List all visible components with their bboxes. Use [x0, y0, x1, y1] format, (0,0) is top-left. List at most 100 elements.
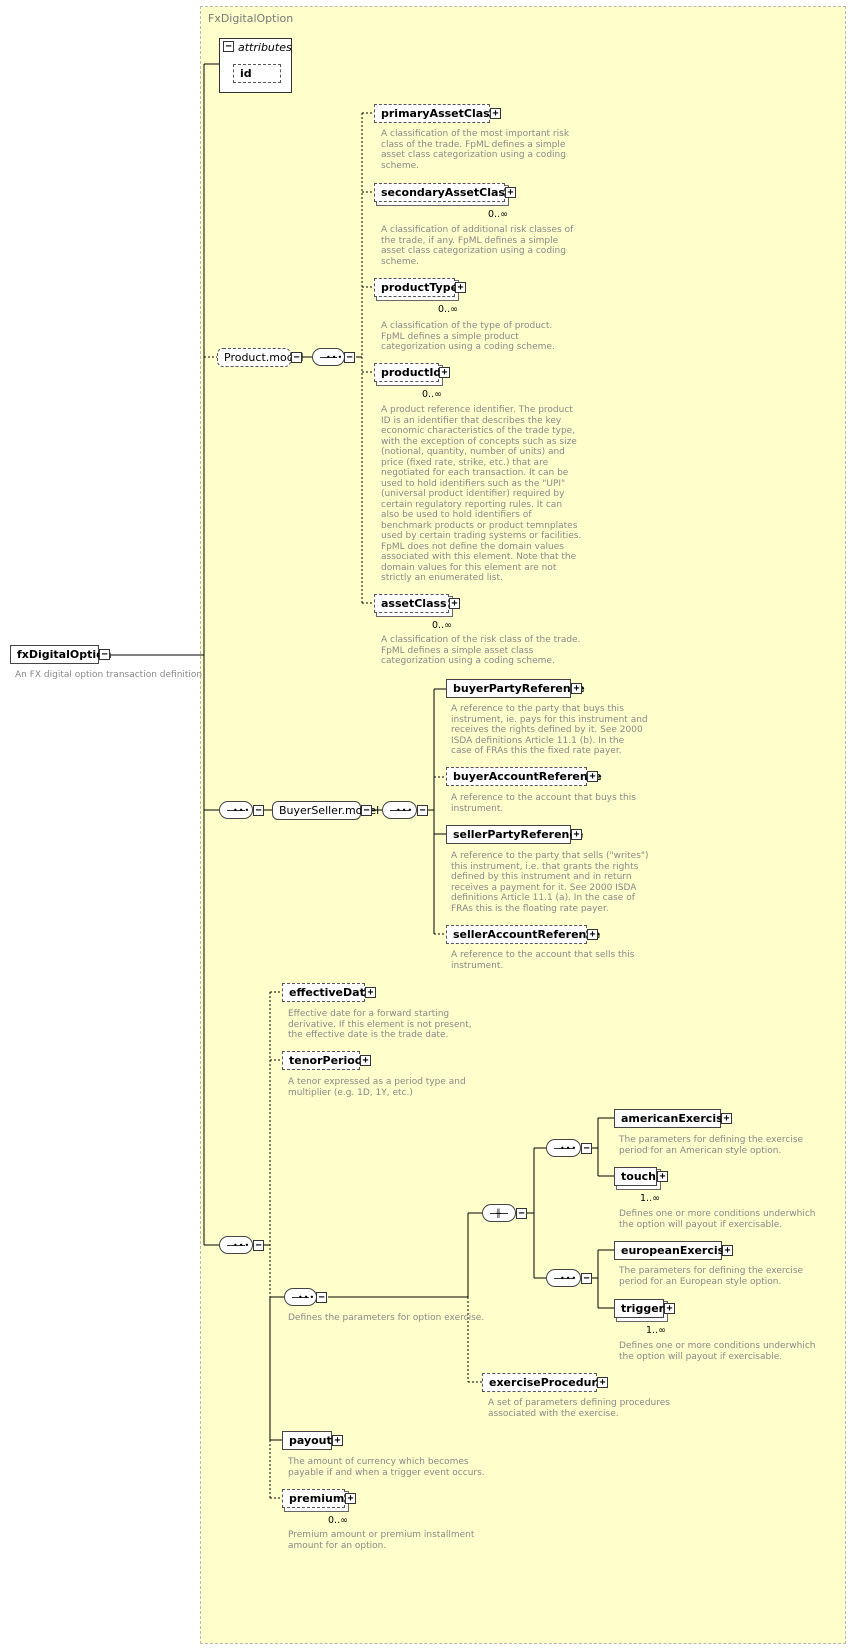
collapse-icon[interactable]: − — [516, 1208, 527, 1219]
element-description: The parameters for defining the exercise… — [619, 1266, 804, 1287]
expand-icon[interactable]: + — [721, 1113, 732, 1124]
cardinality: 1..∞ — [646, 1325, 666, 1336]
cardinality: 0..∞ — [422, 389, 442, 400]
element-description: Effective date for a forward starting de… — [288, 1009, 472, 1040]
element-productType[interactable]: productType — [374, 278, 458, 297]
collapse-icon[interactable]: − — [223, 41, 234, 52]
attribute-id[interactable]: id — [233, 64, 281, 83]
sequence-compositor: ••• — [312, 348, 345, 366]
group-label: Product.model — [224, 351, 304, 364]
element-label: buyerPartyReference — [453, 682, 585, 695]
collapse-icon[interactable]: − — [581, 1143, 592, 1154]
attributes-title: attributes — [238, 41, 292, 54]
element-description: An FX digital option transaction definit… — [15, 670, 206, 680]
collapse-icon[interactable]: − — [316, 1292, 327, 1303]
group-product-model[interactable]: Product.model — [217, 348, 304, 367]
expand-icon[interactable]: + — [439, 367, 450, 378]
element-description: Defines one or more conditions underwhic… — [619, 1341, 816, 1362]
element-sellerPartyReference[interactable]: sellerPartyReference — [446, 825, 583, 844]
element-buyerAccountReference[interactable]: buyerAccountReference — [446, 767, 602, 786]
element-description: A product reference identifier. The prod… — [381, 405, 582, 583]
element-payout[interactable]: payout — [282, 1431, 332, 1450]
collapse-icon[interactable]: − — [417, 805, 428, 816]
element-tenorPeriod[interactable]: tenorPeriod — [282, 1051, 363, 1070]
expand-icon[interactable]: + — [455, 282, 466, 293]
element-label: europeanExercise — [621, 1244, 732, 1257]
element-label: sellerPartyReference — [453, 828, 584, 841]
element-description: Defines one or more conditions underwhic… — [619, 1209, 816, 1230]
element-description: A classification of the type of product.… — [381, 321, 555, 352]
element-description: A reference to the account that buys thi… — [451, 793, 636, 814]
element-fxDigitalOption[interactable]: fxDigitalOption — [10, 645, 112, 664]
collapse-icon[interactable]: − — [361, 805, 372, 816]
element-premium[interactable]: premium — [282, 1489, 345, 1508]
element-label: fxDigitalOption — [17, 648, 112, 661]
collapse-icon[interactable]: − — [253, 805, 264, 816]
element-label: effectiveDate — [289, 986, 373, 999]
collapse-icon[interactable]: − — [99, 649, 110, 660]
sequence-compositor: ••• — [546, 1269, 581, 1287]
collapse-icon[interactable]: − — [291, 352, 302, 363]
expand-icon[interactable]: + — [587, 771, 598, 782]
collapse-icon[interactable]: − — [253, 1240, 264, 1251]
attributes-group: − attributes id — [219, 38, 292, 93]
element-label: sellerAccountReference — [453, 928, 601, 941]
compositor-description: Defines the parameters for option exerci… — [288, 1313, 485, 1323]
expand-icon[interactable]: + — [345, 1493, 356, 1504]
element-effectiveDate[interactable]: effectiveDate — [282, 983, 372, 1002]
element-description: A classification of the most important r… — [381, 129, 570, 171]
element-touch[interactable]: touch — [614, 1167, 657, 1186]
element-label: payout — [289, 1434, 332, 1447]
sequence-compositor: ••• — [284, 1288, 317, 1306]
choice-compositor: ╫ — [482, 1204, 516, 1222]
element-secondaryAssetClass[interactable]: secondaryAssetClass — [374, 183, 512, 202]
cardinality: 0..∞ — [488, 209, 508, 220]
element-buyerPartyReference[interactable]: buyerPartyReference — [446, 679, 585, 698]
group-buyerseller-model[interactable]: BuyerSeller.model — [272, 801, 379, 820]
sequence-compositor: ••• — [219, 1236, 253, 1254]
expand-icon[interactable]: + — [722, 1245, 733, 1256]
element-description: A reference to the account that sells th… — [451, 950, 635, 971]
element-label: primaryAssetClass — [381, 107, 497, 120]
expand-icon[interactable]: + — [360, 1055, 371, 1066]
sequence-compositor: ••• — [219, 801, 253, 819]
expand-icon[interactable]: + — [505, 187, 516, 198]
element-americanExercise[interactable]: americanExercise — [614, 1109, 730, 1128]
expand-icon[interactable]: + — [449, 598, 460, 609]
element-description: The parameters for defining the exercise… — [619, 1135, 804, 1156]
element-label: premium — [289, 1492, 345, 1505]
collapse-icon[interactable]: − — [581, 1273, 592, 1284]
expand-icon[interactable]: + — [571, 683, 582, 694]
collapse-icon[interactable]: − — [344, 352, 355, 363]
expand-icon[interactable]: + — [664, 1303, 675, 1314]
element-description: A tenor expressed as a period type and m… — [288, 1077, 466, 1098]
expand-icon[interactable]: + — [365, 987, 376, 998]
element-label: touch — [621, 1170, 656, 1183]
expand-icon[interactable]: + — [571, 829, 582, 840]
element-assetClass[interactable]: assetClass — [374, 594, 449, 613]
element-productId[interactable]: productId — [374, 363, 441, 382]
element-exerciseProcedure[interactable]: exerciseProcedure — [482, 1373, 604, 1392]
complex-type-name: FxDigitalOption — [208, 12, 294, 25]
element-trigger[interactable]: trigger — [614, 1299, 664, 1318]
expand-icon[interactable]: + — [490, 108, 501, 119]
cardinality: 1..∞ — [640, 1193, 660, 1204]
element-label: trigger — [621, 1302, 665, 1315]
element-description: Premium amount or premium installment am… — [288, 1530, 475, 1551]
element-description: A classification of additional risk clas… — [381, 225, 574, 267]
expand-icon[interactable]: + — [587, 929, 598, 940]
expand-icon[interactable]: + — [332, 1435, 343, 1446]
element-description: A set of parameters defining procedures … — [488, 1398, 670, 1419]
cardinality: 0..∞ — [432, 620, 452, 631]
element-primaryAssetClass[interactable]: primaryAssetClass — [374, 104, 496, 123]
expand-icon[interactable]: + — [657, 1171, 668, 1182]
element-description: A reference to the party that buys this … — [451, 704, 648, 756]
element-sellerAccountReference[interactable]: sellerAccountReference — [446, 925, 600, 944]
expand-icon[interactable]: + — [597, 1377, 608, 1388]
element-description: The amount of currency which becomes pay… — [288, 1457, 485, 1478]
element-europeanExercise[interactable]: europeanExercise — [614, 1241, 732, 1260]
element-label: assetClass — [381, 597, 447, 610]
element-description: A reference to the party that sells ("wr… — [451, 851, 649, 914]
